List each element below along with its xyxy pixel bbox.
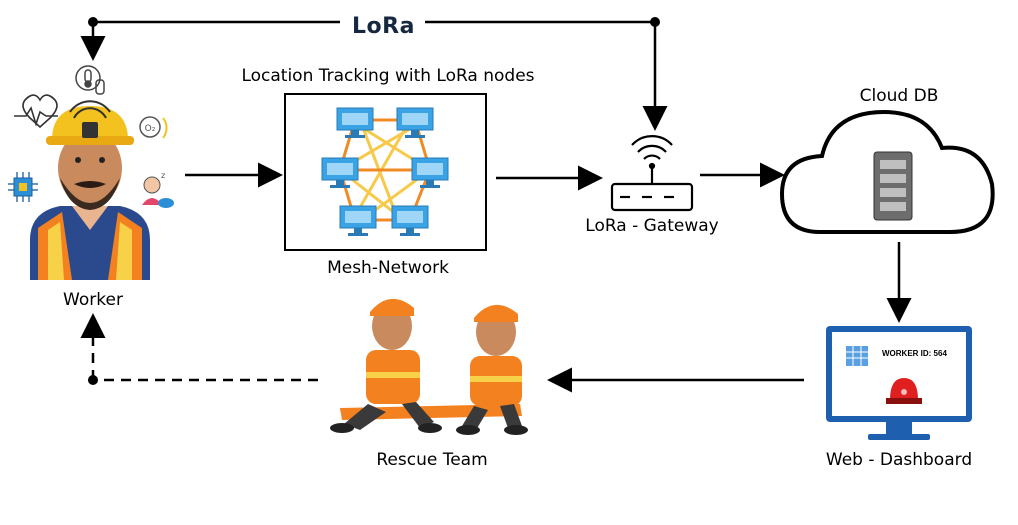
heartbeat-icon [14,94,58,129]
gateway-router-icon [610,135,694,212]
connector-dot [650,17,660,27]
mesh-node-icon [411,157,449,188]
mesh-node-icon [321,157,359,188]
web-dashboard-label: Web - Dashboard [825,450,973,470]
connector-dot [88,17,98,27]
thermometer-icon [75,65,105,95]
cloud-db-icon [779,109,995,234]
lora-link-connector [80,20,668,131]
mesh-node-icon [336,107,374,138]
mesh-node-icon [396,107,434,138]
location-tracking-label: Location Tracking with LoRa nodes [241,66,535,86]
table-icon [846,346,868,366]
mesh-node-icon [339,205,377,236]
svg-text:O₂: O₂ [145,124,156,134]
dashboard-monitor-icon [826,326,972,440]
mesh-network-box [284,93,487,251]
rescue-team-label: Rescue Team [376,450,488,470]
dashboard-worker-id: WORKER ID: 564 [882,349,947,358]
lora-logo: LoRa [352,14,415,39]
rescuer-1 [330,298,442,433]
arrow-rescue-to-worker [80,313,318,382]
cloud-db-label: Cloud DB [859,86,939,106]
rescue-team-figure [330,298,528,435]
server-icon [873,151,913,221]
connector-dot [88,375,98,385]
fatigue-person-icon: z [142,171,174,208]
alarm-siren-icon [886,378,922,404]
lora-logo-text: LoRa [352,14,415,39]
worker-label: Worker [63,290,123,310]
worker-figure [30,100,150,280]
mesh-node-icon [391,205,429,236]
mesh-node-icons [321,107,449,236]
mesh-network-label: Mesh-Network [327,258,449,278]
chip-sensor-icon [8,172,38,202]
lora-gateway-label: LoRa - Gateway [585,216,719,236]
oxygen-icon: O₂ [139,116,168,139]
rescuer-2 [456,304,528,435]
svg-text:z: z [161,171,165,180]
